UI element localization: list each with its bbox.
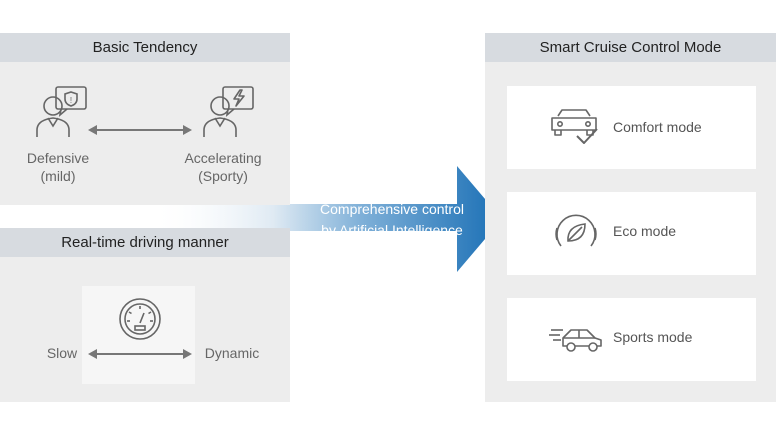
accelerating-label: Accelerating (Sporty) [184, 150, 262, 184]
sports-mode-label: Sports mode [613, 329, 693, 345]
eco-mode-label: Eco mode [613, 223, 677, 239]
defensive-driver-icon: ! [36, 86, 87, 137]
speeding-car-icon [549, 329, 602, 352]
realtime-title: Real-time driving manner [0, 228, 290, 257]
center-arrow-line2: by Artificial Intelligence [321, 222, 463, 238]
smart-cruise-panel: Smart Cruise Control Mode Comfort mode [485, 33, 776, 402]
speedometer-backdrop [82, 286, 195, 384]
comfort-mode-label: Comfort mode [613, 119, 702, 135]
dynamic-label: Dynamic [204, 345, 260, 361]
defensive-label: Defensive (mild) [26, 150, 90, 184]
car-check-icon [551, 109, 598, 144]
arrow-shape [150, 166, 502, 272]
slow-label: Slow [46, 345, 78, 361]
eco-mode-card: Eco mode [507, 192, 756, 275]
center-arrow [150, 166, 502, 272]
accelerating-driver-icon [203, 86, 254, 137]
smart-cruise-title: Smart Cruise Control Mode [485, 33, 776, 62]
basic-tendency-panel: Basic Tendency ! Defensive (mild) [0, 33, 290, 205]
speedometer-icon [119, 298, 161, 340]
realtime-double-arrow [88, 349, 192, 359]
center-arrow-text: Comprehensive control by Artificial Inte… [292, 199, 492, 241]
comfort-mode-card: Comfort mode [507, 86, 756, 169]
center-arrow-line1: Comprehensive control [320, 201, 464, 217]
realtime-panel: Real-time driving manner Slow Dynamic [0, 228, 290, 402]
sports-mode-card: Sports mode [507, 298, 756, 381]
tendency-double-arrow [88, 125, 192, 135]
basic-tendency-title: Basic Tendency [0, 33, 290, 62]
svg-text:!: ! [70, 96, 72, 105]
leaf-gauge-icon [555, 214, 597, 247]
